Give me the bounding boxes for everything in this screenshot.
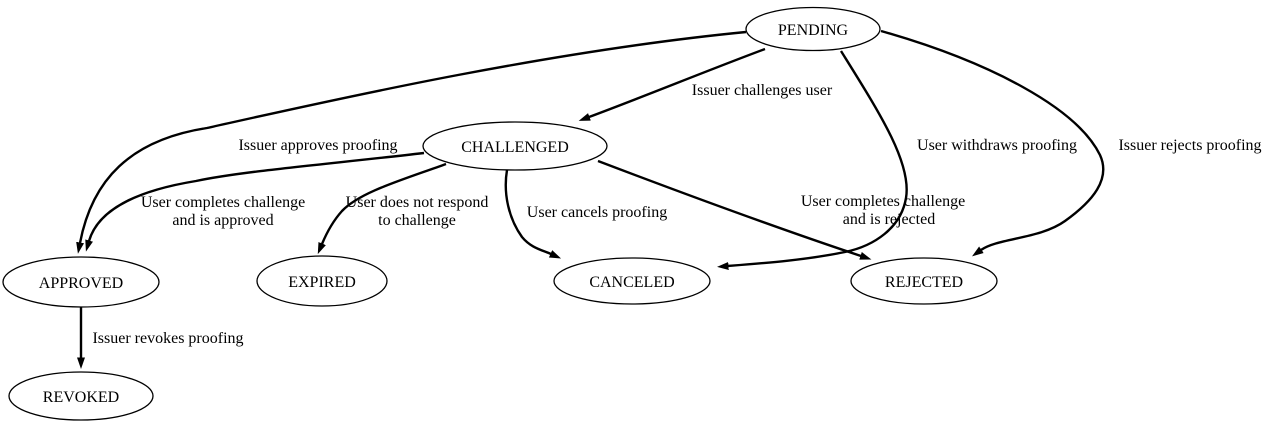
edge-pending-challenged <box>578 47 766 121</box>
node-pending: PENDING <box>745 6 881 52</box>
node-approved: APPROVED <box>2 256 160 308</box>
edge-challenged-canceled-label: User cancels proofing <box>527 204 667 221</box>
node-canceled-label: CANCELED <box>589 274 674 291</box>
node-approved-ellipse <box>2 256 160 308</box>
node-canceled-ellipse <box>553 257 711 305</box>
edge-challenged-approved-label-line1: User completes challenge <box>141 194 305 211</box>
node-challenged: CHALLENGED <box>422 121 608 171</box>
node-approved-label: APPROVED <box>39 275 123 292</box>
edge-challenged-expired-label-line2: to challenge <box>378 212 456 229</box>
node-challenged-label: CHALLENGED <box>461 139 569 156</box>
node-pending-label: PENDING <box>778 22 849 39</box>
edge-approved-revoked-label: Issuer revokes proofing <box>92 330 243 347</box>
node-rejected-ellipse <box>850 257 998 305</box>
node-revoked: REVOKED <box>8 371 154 421</box>
edge-challenged-rejected-label-line1: User completes challenge <box>801 193 965 210</box>
edge-challenged-approved <box>85 151 425 252</box>
edge-challenged-approved-label-line2: and is approved <box>172 212 273 229</box>
edge-pending-canceled-label: User withdraws proofing <box>917 137 1077 154</box>
edge-challenged-rejected <box>597 159 872 260</box>
node-pending-ellipse <box>745 6 881 52</box>
edge-pending-rejected-label: Issuer rejects proofing <box>1118 137 1261 154</box>
edge-challenged-expired-label-line1: User does not respond <box>346 194 489 211</box>
edge-pending-rejected <box>880 29 1105 257</box>
edge-pending-canceled <box>717 50 908 270</box>
edge-challenged-rejected-label-line2: and is rejected <box>843 211 935 228</box>
edge-pending-approved-label: Issuer approves proofing <box>238 137 397 154</box>
edge-pending-challenged-label: Issuer challenges user <box>692 82 833 99</box>
node-expired-label: EXPIRED <box>288 274 356 291</box>
node-expired-ellipse <box>256 255 388 307</box>
node-challenged-ellipse <box>422 121 608 171</box>
edge-pending-approved <box>76 30 747 254</box>
edge-challenged-canceled <box>504 169 562 259</box>
node-revoked-label: REVOKED <box>43 389 119 406</box>
node-revoked-ellipse <box>8 371 154 421</box>
node-rejected: REJECTED <box>850 257 998 305</box>
node-canceled: CANCELED <box>553 257 711 305</box>
node-expired: EXPIRED <box>256 255 388 307</box>
edge-challenged-expired <box>317 162 447 255</box>
node-rejected-label: REJECTED <box>885 274 963 291</box>
